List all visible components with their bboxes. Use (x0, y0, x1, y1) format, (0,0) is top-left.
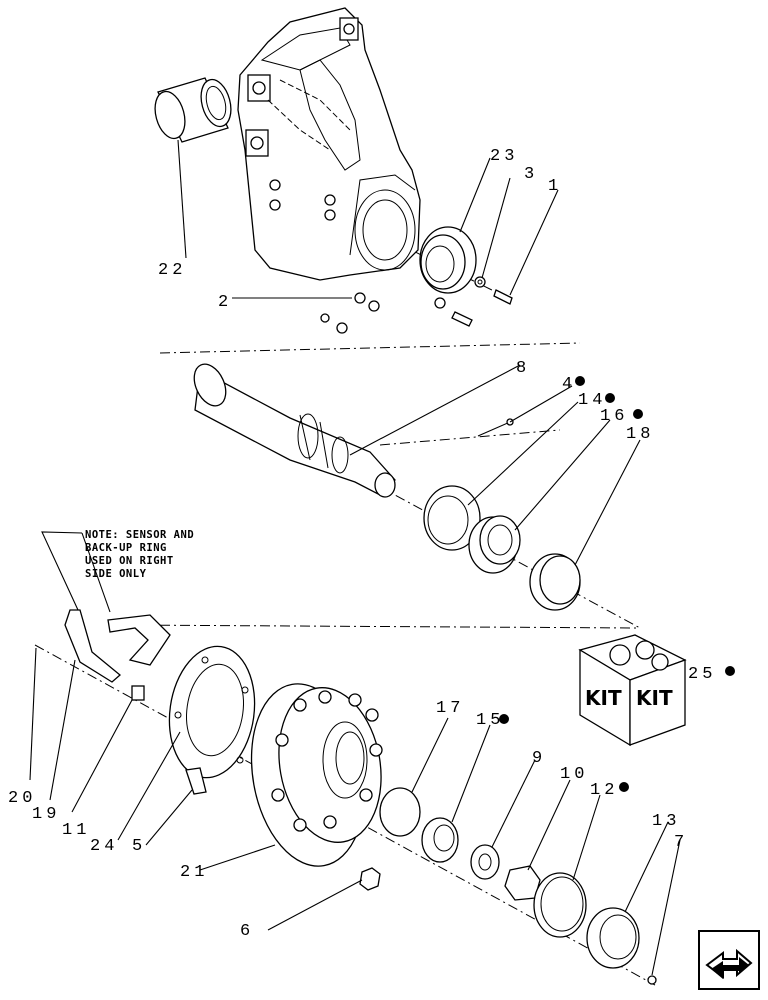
callout-11: 11 (62, 821, 90, 840)
callout-5: 5 (132, 837, 146, 856)
stud-5 (185, 767, 207, 795)
callout-8: 8 (516, 359, 530, 378)
note-line-4: SIDE ONLY (85, 568, 147, 580)
callout-15: 15 (476, 711, 504, 730)
plate-24 (168, 645, 256, 779)
plug-7 (647, 975, 657, 985)
hub-studs (271, 690, 383, 832)
callout-14: 14 (578, 391, 606, 410)
note-line-3: USED ON RIGHT (85, 555, 174, 567)
callout-24: 24 (90, 837, 118, 856)
callout-17: 17 (436, 699, 464, 718)
callout-14-marker (605, 393, 615, 403)
gasket-12 (533, 872, 587, 938)
callout-20: 20 (8, 789, 36, 808)
washer-9 (470, 844, 500, 880)
callout-9: 9 (532, 749, 546, 768)
seal-14 (423, 485, 481, 551)
next-page-arrow-icon (705, 948, 753, 979)
nut-6 (359, 867, 381, 891)
hub-inner-parts (379, 787, 657, 985)
callout-4-marker (575, 376, 585, 386)
callout-10: 10 (560, 765, 588, 784)
bearing-cone-15 (421, 817, 459, 863)
callout-18: 18 (626, 425, 654, 444)
callout-6: 6 (240, 922, 254, 941)
kit-box: KIT KIT (578, 634, 687, 747)
callout-21: 21 (180, 863, 208, 882)
bearing-cup-18 (529, 553, 581, 611)
callout-7: 7 (674, 833, 688, 852)
seal-23 (419, 226, 477, 294)
axle-spindle-8 (193, 363, 396, 498)
hub-cap-13 (586, 907, 640, 969)
callout-3: 3 (524, 165, 538, 184)
sensor-bracket-19 (64, 609, 171, 683)
kit-label-right: KIT (636, 686, 673, 710)
callout-16: 16 (600, 407, 628, 426)
cotter-pin-4 (477, 418, 514, 437)
hub-21 (250, 683, 383, 867)
callout-13: 13 (652, 812, 680, 831)
callout-19: 19 (32, 805, 60, 824)
callout-25: 25 (688, 665, 716, 684)
bearing-cone-16 (468, 515, 521, 574)
note-line-1: NOTE: SENSOR AND (85, 529, 194, 541)
callout-25-marker (725, 666, 735, 676)
bearing-cup-17 (379, 787, 421, 837)
callout-2: 2 (218, 293, 232, 312)
bushing-22 (154, 77, 232, 143)
callout-12: 12 (590, 781, 618, 800)
pin-20 (29, 647, 37, 781)
gearbox-housing (237, 7, 421, 281)
callout-12-marker (619, 782, 629, 792)
bolt-11 (131, 685, 145, 701)
callout-4: 4 (562, 375, 576, 394)
small-hardware-top (320, 276, 513, 334)
note-line-2: BACK-UP RING (85, 542, 167, 554)
callout-16-marker (633, 409, 643, 419)
note-block: NOTE: SENSOR AND BACK-UP RING USED ON RI… (41, 529, 194, 613)
callout-23: 23 (490, 147, 518, 166)
callout-22: 22 (158, 261, 186, 280)
next-page-button[interactable] (698, 930, 760, 990)
kit-label-left: KIT (585, 686, 622, 710)
callout-1: 1 (548, 177, 562, 196)
leader-lines (49, 139, 681, 976)
callouts: 1 2 3 4 5 6 7 8 9 10 11 12 13 14 15 16 1… (8, 147, 735, 941)
callout-15-marker (499, 714, 509, 724)
